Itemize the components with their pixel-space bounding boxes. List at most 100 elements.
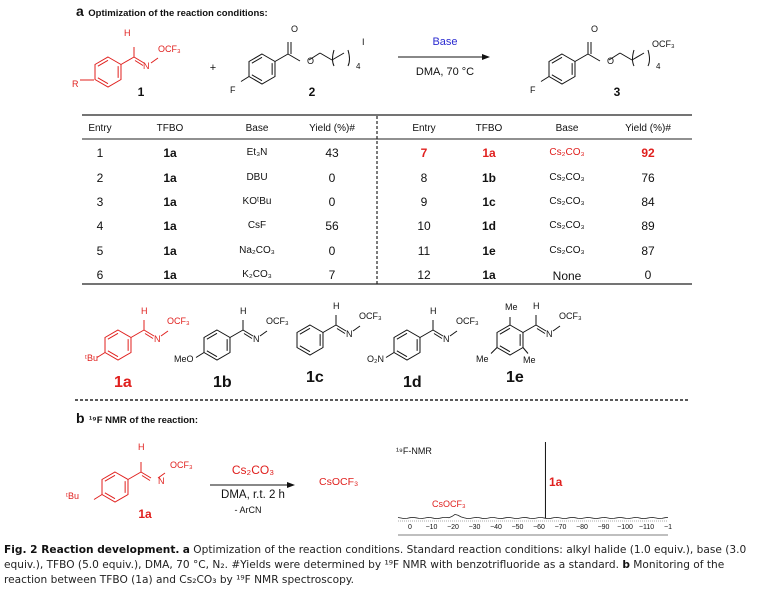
nmr-title: ¹⁹F-NMR [396, 446, 432, 456]
column-header-entry: Entry [88, 123, 112, 134]
caption-fig-title: Fig. 2 Reaction development. [4, 544, 180, 556]
group-ocf3: OCF₃ [167, 316, 190, 326]
bond [195, 352, 205, 358]
cell-base: CsF [247, 220, 267, 231]
aromatic-bond [396, 332, 408, 340]
cell-base: Na₂CO₃ [239, 245, 275, 256]
bond [259, 330, 268, 337]
reagent-label: 1a [114, 374, 132, 391]
bond [335, 324, 347, 332]
bond [240, 76, 250, 82]
cell-entry: 5 [96, 244, 104, 258]
caption-a-text: Optimization of the reaction conditions.… [4, 544, 747, 571]
cell-yield: 0 [328, 171, 336, 185]
atom-n: N [346, 329, 353, 339]
bond [522, 347, 529, 354]
atom-n: N [154, 334, 161, 344]
cell-tfbo: 1a [163, 244, 177, 258]
substituent-tbu: ᵗBu [66, 491, 79, 501]
cell-yield: 89 [641, 219, 655, 233]
aromatic-bond [551, 56, 563, 64]
bond [242, 329, 254, 337]
cell-base: Cs₂CO₃ [549, 147, 585, 158]
aromatic-bond [299, 345, 311, 353]
atom-h: H [533, 301, 540, 311]
cell-base: KOᵗBu [242, 196, 272, 207]
bond [150, 57, 159, 64]
bond [631, 52, 645, 61]
cell-base: Cs₂CO₃ [549, 220, 585, 231]
bond [540, 76, 550, 82]
cell-yield: 0 [328, 195, 336, 209]
nmr-baseline [397, 513, 669, 520]
bond [140, 471, 152, 479]
reaction-base-label: Base [432, 36, 458, 48]
substituent: ᵗBu [85, 353, 98, 363]
aromatic-bond [251, 56, 263, 64]
atom-n: N [443, 334, 450, 344]
column-header-base: Base [555, 123, 579, 134]
bond [608, 52, 621, 61]
substituent: MeO [174, 354, 194, 364]
atom-h: H [240, 306, 247, 316]
atom-h: H [141, 306, 148, 316]
repeat-bracket [331, 49, 350, 67]
bond [574, 53, 589, 62]
repeat-bracket [631, 49, 650, 67]
atom-n: N [546, 329, 553, 339]
bond [522, 324, 537, 333]
group-ocf3: OCF₃ [559, 311, 582, 321]
bond [419, 329, 434, 338]
cell-entry: 7 [420, 146, 428, 160]
cell-yield: 7 [328, 268, 336, 282]
bond [536, 328, 546, 334]
reagent-label: 1b [213, 374, 232, 391]
arrow-head [482, 54, 490, 60]
cell-base: Cs₂CO₃ [549, 196, 585, 207]
bond [336, 328, 346, 334]
aromatic-bond [104, 474, 116, 482]
atom-i: I [362, 37, 365, 47]
group-ocf3: OCF₃ [359, 311, 382, 321]
bond [157, 472, 166, 479]
cell-entry: 9 [420, 195, 428, 209]
bond [552, 325, 561, 332]
atom-n: N [253, 334, 260, 344]
reaction-conditions-label: DMA, 70 °C [415, 66, 475, 78]
atom-h: H [333, 301, 340, 311]
bond [449, 330, 458, 337]
cell-entry: 11 [417, 244, 431, 258]
column-header-base: Base [245, 123, 269, 134]
nmr-axis-tick: −1 [664, 524, 672, 531]
section-a-letter: a [76, 3, 84, 19]
bond [127, 471, 142, 480]
nmr-axis-tick: −50 [511, 524, 524, 531]
aromatic-bond [107, 332, 119, 340]
bond [322, 324, 337, 333]
bond [130, 329, 145, 338]
nmr-axis-tick: −70 [554, 524, 567, 531]
atom-f: F [530, 85, 536, 95]
cell-yield: 56 [325, 219, 339, 233]
methyl: Me [476, 354, 489, 364]
cell-base: DBU [246, 172, 268, 183]
cell-tfbo: 1c [482, 195, 496, 209]
bond [229, 329, 244, 338]
caption-a-letter: a [182, 544, 190, 556]
cell-base: Cs₂CO₃ [549, 172, 585, 183]
cell-yield: 43 [325, 146, 339, 160]
bond [134, 60, 144, 66]
bond [433, 333, 443, 339]
cell-tfbo: 1a [163, 146, 177, 160]
atom-h: H [124, 28, 131, 38]
peak-label-1a: 1a [549, 475, 563, 489]
aromatic-bond [396, 350, 408, 358]
methyl: Me [523, 355, 536, 365]
atom-n: N [158, 476, 165, 486]
bond [587, 53, 601, 62]
bond [619, 52, 633, 61]
aromatic-bond [97, 59, 109, 67]
nmr-axis-tick: −110 [638, 524, 655, 531]
benzene-ring [393, 329, 421, 361]
